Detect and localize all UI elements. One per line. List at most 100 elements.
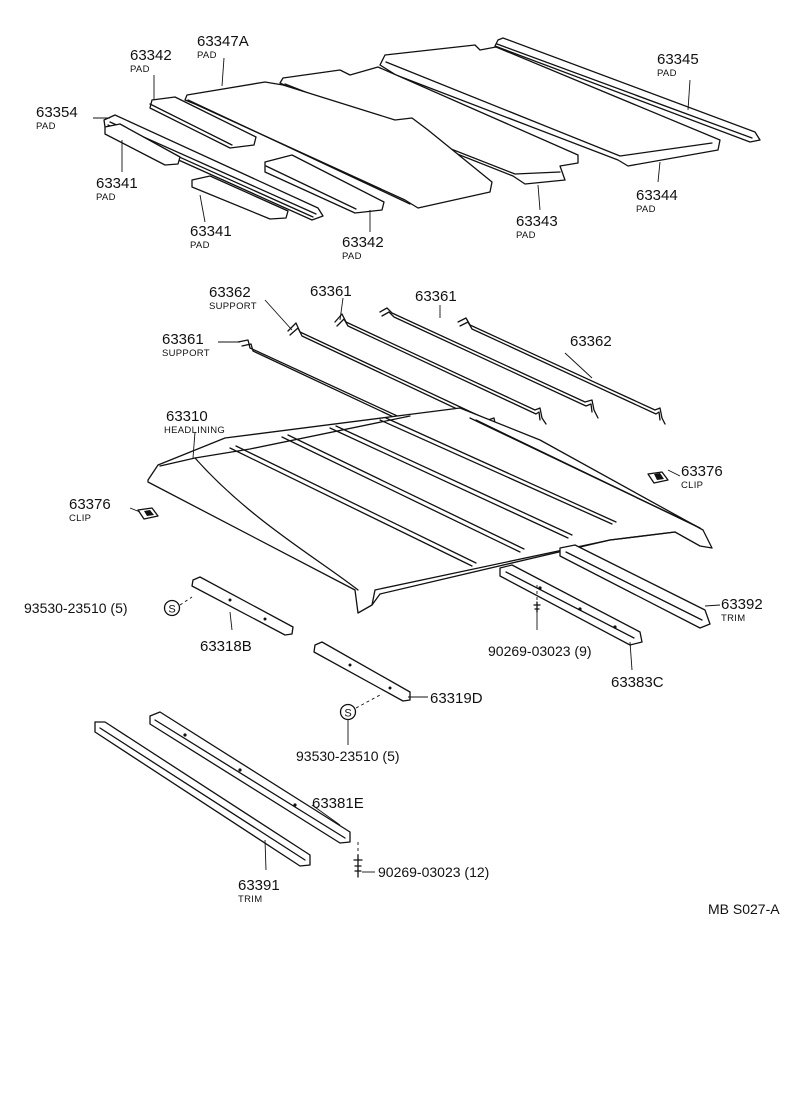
pad-group (103, 37, 761, 221)
callout-63354: 63354 PAD (36, 104, 78, 132)
callout-63361-a-part: 63361 (310, 283, 352, 300)
pad-63345 (494, 37, 761, 143)
pad-63341-a (104, 123, 181, 166)
screw-symbol-b: S (339, 694, 381, 745)
callout-63310-part: 63310 (166, 408, 208, 425)
callout-63345-part: 63345 (657, 51, 699, 68)
callout-63344-sub: PAD (636, 204, 656, 215)
rail-63381e (149, 711, 351, 844)
callout-63391-sub: TRIM (238, 894, 262, 905)
callout-63376-left: 63376 CLIP (69, 496, 111, 524)
callout-63392-sub: TRIM (721, 613, 745, 624)
callout-63342-top-sub: PAD (130, 64, 150, 75)
callout-63319d-part: 63319D (430, 690, 483, 707)
callout-63344: 63344 PAD (636, 187, 678, 215)
callout-63362-b: 63362 (570, 333, 612, 350)
callout-63376-right-part: 63376 (681, 463, 723, 480)
callout-63347a-part: 63347A (197, 33, 249, 50)
callout-93530-b: 93530-23510 (5) (296, 748, 400, 764)
callout-63376-right-sub: CLIP (681, 480, 703, 491)
callout-63345-sub: PAD (657, 68, 677, 79)
callout-90269-b-part: 90269-03023 (12) (378, 864, 489, 880)
callout-63341-b: 63341 PAD (190, 223, 232, 251)
callout-90269-b: 90269-03023 (12) (378, 864, 489, 880)
callout-63361-c: 63361 SUPPORT (162, 331, 210, 359)
screw-symbol-a: S (163, 596, 193, 617)
callout-63343-sub: PAD (516, 230, 536, 241)
screw-90269-12 (353, 842, 363, 878)
callout-63392: 63392 TRIM (721, 596, 763, 624)
pad-63342-bottom (264, 154, 385, 214)
callout-63310: 63310 HEADLINING (164, 408, 225, 436)
callout-63341-a-part: 63341 (96, 175, 138, 192)
callout-63344-part: 63344 (636, 187, 678, 204)
callout-63347a-sub: PAD (197, 50, 217, 61)
callout-63381e-part: 63381E (312, 795, 364, 812)
callout-63391: 63391 TRIM (238, 877, 280, 905)
callout-63376-left-sub: CLIP (69, 513, 91, 524)
callout-63383c-part: 63383C (611, 674, 664, 691)
callout-63362-a-sub: SUPPORT (209, 301, 257, 312)
callout-labels: 63347A PAD 63342 PAD 63354 PAD 63341 PAD… (24, 33, 780, 917)
pad-63347a (184, 81, 493, 209)
callout-63345: 63345 PAD (657, 51, 699, 79)
clip-63376-left (137, 507, 159, 520)
screw-symbol-a-label: S (168, 604, 175, 616)
callout-63342-bottom: 63342 PAD (342, 234, 384, 262)
callout-63362-a-part: 63362 (209, 284, 251, 301)
drawing-reference-code: MB S027-A (708, 901, 780, 917)
callout-63342-bottom-sub: PAD (342, 251, 362, 262)
screw-symbol-b-label: S (344, 708, 351, 720)
callout-63381e: 63381E (312, 795, 364, 812)
callout-93530-a: 93530-23510 (5) (24, 600, 128, 616)
callout-63362-b-part: 63362 (570, 333, 612, 350)
support-63361-center-b (379, 307, 599, 419)
support-63362-right (457, 317, 666, 425)
headlining-63310 (147, 407, 713, 614)
callout-63341-a: 63341 PAD (96, 175, 138, 203)
callout-63362-a: 63362 SUPPORT (209, 284, 257, 312)
callout-63343-part: 63343 (516, 213, 558, 230)
pad-63344 (379, 44, 721, 167)
callout-63347a: 63347A PAD (197, 33, 249, 61)
leader-lines (93, 57, 721, 873)
callout-63342-bottom-part: 63342 (342, 234, 384, 251)
screw-90269-9 (533, 585, 541, 630)
trim-63392 (559, 544, 711, 629)
callout-90269-a-part: 90269-03023 (9) (488, 643, 592, 659)
callout-63318b-part: 63318B (200, 638, 252, 655)
pad-63341-b (191, 175, 289, 220)
callout-63343: 63343 PAD (516, 213, 558, 241)
callout-63341-b-part: 63341 (190, 223, 232, 240)
callout-63341-b-sub: PAD (190, 240, 210, 251)
callout-63319d: 63319D (430, 690, 483, 707)
callout-63342-top-part: 63342 (130, 47, 172, 64)
pad-63342-top (149, 96, 257, 149)
callout-63354-sub: PAD (36, 121, 56, 132)
callout-63361-c-sub: SUPPORT (162, 348, 210, 359)
callout-63361-a: 63361 (310, 283, 352, 300)
rail-63318b (191, 576, 294, 636)
clip-63376-right (647, 471, 669, 484)
trim-63391 (94, 721, 311, 867)
callout-63376-left-part: 63376 (69, 496, 111, 513)
callout-63383c: 63383C (611, 674, 664, 691)
callout-63318b: 63318B (200, 638, 252, 655)
rail-63383c (499, 564, 643, 646)
callout-63392-part: 63392 (721, 596, 763, 613)
support-63361-center-a (334, 313, 547, 425)
callout-93530-b-part: 93530-23510 (5) (296, 748, 400, 764)
callout-63341-a-sub: PAD (96, 192, 116, 203)
callout-93530-a-part: 93530-23510 (5) (24, 600, 128, 616)
rail-63319d (313, 641, 411, 702)
callout-63361-c-part: 63361 (162, 331, 204, 348)
callout-63310-sub: HEADLINING (164, 425, 225, 436)
callout-63342-top: 63342 PAD (130, 47, 172, 75)
callout-63354-part: 63354 (36, 104, 78, 121)
callout-63391-part: 63391 (238, 877, 280, 894)
callout-63361-b: 63361 (415, 288, 457, 305)
callout-63376-right: 63376 CLIP (681, 463, 723, 491)
callout-63361-b-part: 63361 (415, 288, 457, 305)
callout-90269-a: 90269-03023 (9) (488, 643, 592, 659)
